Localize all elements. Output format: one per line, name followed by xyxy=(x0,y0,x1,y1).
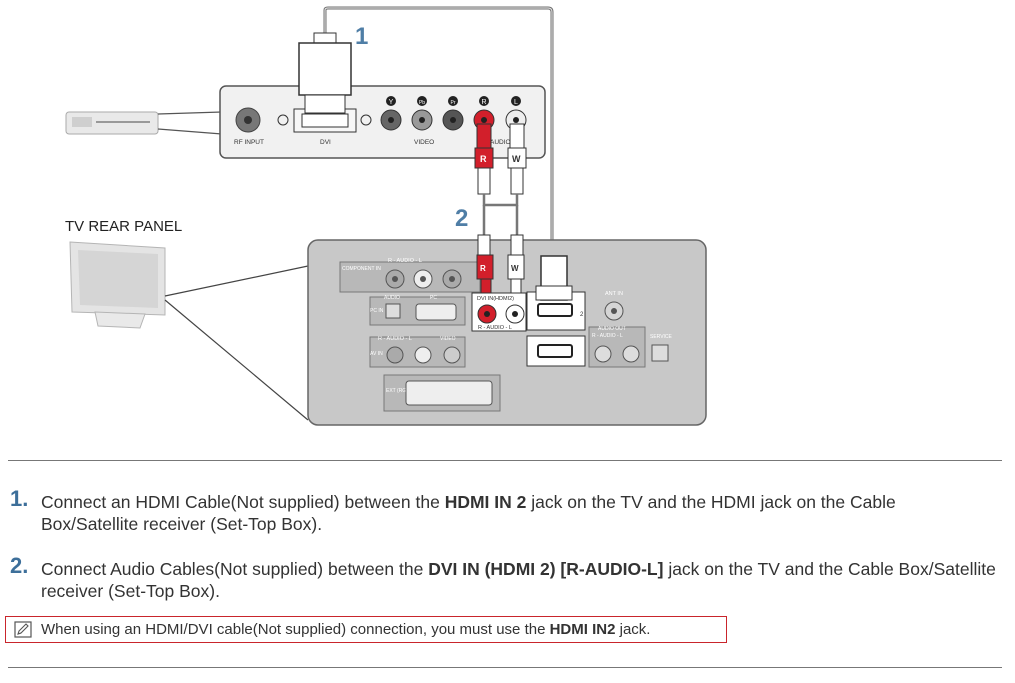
svg-text:L: L xyxy=(514,99,518,106)
svg-text:Pb: Pb xyxy=(419,100,425,106)
connection-diagram: 1 RF INPUT DVI Y Pb Pr R L VIDEO AUDIO xyxy=(65,6,707,426)
svg-text:AUDIO: AUDIO xyxy=(384,295,400,301)
device-back-panel: RF INPUT DVI Y Pb Pr R L VIDEO AUDIO xyxy=(219,85,546,159)
svg-text:R: R xyxy=(480,154,487,164)
callout-1: 1 xyxy=(355,23,368,50)
svg-text:VIDEO: VIDEO xyxy=(440,336,456,342)
svg-text:AUDIO: AUDIO xyxy=(490,139,511,146)
svg-text:PC: PC xyxy=(430,295,437,301)
tv-rear-panel: COMPONENT IN R - AUDIO - L PC IN AUDIO P… xyxy=(307,239,707,426)
svg-text:DVI: DVI xyxy=(320,139,331,146)
callout-2: 2 xyxy=(455,205,468,232)
svg-text:EXT (RGB): EXT (RGB) xyxy=(386,388,412,394)
svg-text:VIDEO: VIDEO xyxy=(414,139,434,146)
svg-text:AUDIO OUT: AUDIO OUT xyxy=(598,326,626,332)
note-pencil-icon xyxy=(14,621,32,646)
svg-text:SERVICE: SERVICE xyxy=(650,334,673,340)
set-top-box-image xyxy=(65,111,223,135)
step-2-number: 2. xyxy=(10,553,29,578)
svg-text:TV REAR PANEL: TV REAR PANEL xyxy=(65,218,182,235)
svg-text:PC IN: PC IN xyxy=(370,308,384,314)
tv-image: TV REAR PANEL xyxy=(65,218,309,421)
svg-text:ANT IN: ANT IN xyxy=(605,291,623,297)
audio-cable-bottom: R W xyxy=(476,234,525,294)
svg-text:Pr: Pr xyxy=(451,100,456,106)
svg-text:COMPONENT IN: COMPONENT IN xyxy=(342,266,381,272)
step-1-text: Connect an HDMI Cable(Not supplied) betw… xyxy=(41,492,896,534)
svg-text:R: R xyxy=(480,264,486,273)
svg-text:AV IN: AV IN xyxy=(370,351,383,357)
step-2-text: Connect Audio Cables(Not supplied) betwe… xyxy=(41,559,996,601)
svg-text:R - AUDIO - L: R - AUDIO - L xyxy=(388,258,422,264)
svg-text:R - AUDIO - L: R - AUDIO - L xyxy=(478,325,512,331)
top-separator xyxy=(8,460,1002,461)
hdmi-plug-bottom xyxy=(535,255,573,301)
svg-text:2: 2 xyxy=(580,312,584,318)
bottom-separator xyxy=(8,667,1002,668)
audio-cable-top: R W xyxy=(474,123,527,235)
svg-text:R - AUDIO - L: R - AUDIO - L xyxy=(592,333,623,339)
note-text: When using an HDMI/DVI cable(Not supplie… xyxy=(41,621,651,638)
hdmi-plug-top xyxy=(298,32,352,114)
svg-text:Y: Y xyxy=(389,99,394,106)
step-1-number: 1. xyxy=(10,486,29,511)
note-box: When using an HDMI/DVI cable(Not supplie… xyxy=(5,616,727,643)
svg-text:R - AUDIO - L: R - AUDIO - L xyxy=(378,336,412,342)
svg-text:RF INPUT: RF INPUT xyxy=(234,139,264,146)
svg-text:DVI IN(HDMI2): DVI IN(HDMI2) xyxy=(477,296,514,302)
svg-text:W: W xyxy=(511,264,519,273)
svg-text:W: W xyxy=(512,154,521,164)
svg-text:R: R xyxy=(481,99,486,106)
